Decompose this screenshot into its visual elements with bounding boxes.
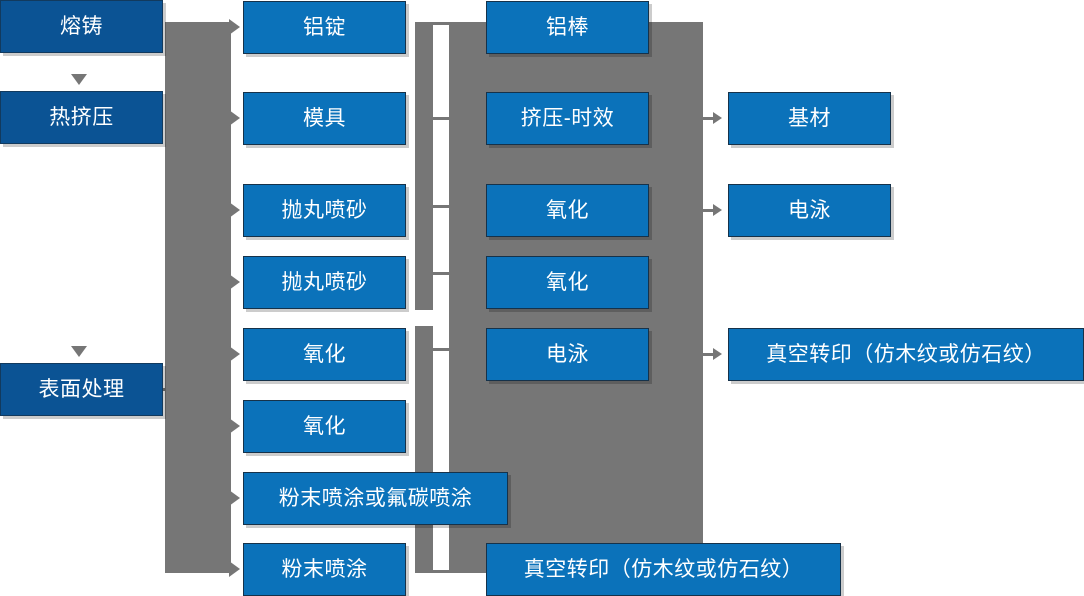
proc-powder-coating-label: 粉末喷涂 xyxy=(281,557,368,581)
out-aluminum-bar[interactable]: 铝棒 xyxy=(486,1,649,54)
arrow-icon-to-electrophoresis xyxy=(713,204,722,216)
connector-bridge-oxidation-1 xyxy=(433,205,450,208)
connector-bridge-extrusion-aging xyxy=(433,117,450,120)
proc-aluminum-ingot-label: 铝锭 xyxy=(303,15,346,39)
stage-surface-treatment-label: 表面处理 xyxy=(38,377,125,401)
connector-rail-inner-upper xyxy=(415,22,433,310)
connector-bridge-electrophoresis xyxy=(433,348,450,351)
final-vacuum-transfer[interactable]: 真空转印（仿木纹或仿石纹） xyxy=(728,328,1084,381)
arrow-icon-to-shot-blasting-1 xyxy=(229,202,240,218)
proc-shot-blasting-1-label: 抛丸喷砂 xyxy=(281,198,368,222)
out-oxidation-2[interactable]: 氧化 xyxy=(486,256,649,309)
connector-band-left-notch xyxy=(165,22,178,356)
stage-hot-extrusion-label: 热挤压 xyxy=(49,105,114,129)
final-electrophoresis[interactable]: 电泳 xyxy=(728,184,891,237)
proc-aluminum-ingot[interactable]: 铝锭 xyxy=(243,1,406,54)
connector-rail-inner-lower xyxy=(415,326,433,573)
connector-bridge-aluminum-bar xyxy=(433,22,450,25)
arrow-icon-to-powder-coating xyxy=(229,561,240,577)
chevron-down-icon-extrude-to-surface xyxy=(71,346,87,357)
final-vacuum-transfer-label: 真空转印（仿木纹或仿石纹） xyxy=(766,342,1046,366)
proc-oxidation-2[interactable]: 氧化 xyxy=(243,400,406,453)
connector-surface-treatment-stub xyxy=(163,388,185,391)
stage-melt-cast-label: 熔铸 xyxy=(60,14,103,38)
connector-line-to-electrophoresis xyxy=(703,209,717,212)
out-aluminum-bar-label: 铝棒 xyxy=(546,15,589,39)
arrow-icon-to-oxidation-2 xyxy=(229,418,240,434)
connector-bridge-vacuum-transfer xyxy=(433,570,450,573)
out-extrusion-aging[interactable]: 挤压-时效 xyxy=(486,92,649,145)
arrow-icon-to-oxidation-1 xyxy=(229,346,240,362)
connector-line-to-vacuum-transfer xyxy=(703,353,717,356)
stage-surface-treatment[interactable]: 表面处理 xyxy=(0,363,163,416)
proc-oxidation-1-label: 氧化 xyxy=(303,342,346,366)
final-electrophoresis-label: 电泳 xyxy=(788,198,831,222)
out-electrophoresis-label: 电泳 xyxy=(546,342,589,366)
out-vacuum-transfer-b-label: 真空转印（仿木纹或仿石纹） xyxy=(523,557,804,581)
out-extrusion-aging-label: 挤压-时效 xyxy=(520,106,615,130)
arrow-icon-to-vacuum-transfer xyxy=(713,348,722,360)
arrow-icon-to-shot-blasting-2 xyxy=(229,274,240,290)
proc-powder-coating[interactable]: 粉末喷涂 xyxy=(243,543,406,596)
connector-bridge-oxidation-2 xyxy=(433,272,450,275)
proc-powder-or-pvdf-label: 粉末喷涂或氟碳喷涂 xyxy=(278,486,473,510)
final-substrate-label: 基材 xyxy=(788,106,831,130)
arrow-icon-to-substrate xyxy=(713,112,722,124)
stage-hot-extrusion[interactable]: 热挤压 xyxy=(0,91,163,144)
final-substrate[interactable]: 基材 xyxy=(728,92,891,145)
out-oxidation-1[interactable]: 氧化 xyxy=(486,184,649,237)
arrow-icon-to-powder-or-pvdf xyxy=(229,490,240,506)
chevron-down-icon-melt-to-extrude xyxy=(71,74,87,85)
proc-oxidation-1[interactable]: 氧化 xyxy=(243,328,406,381)
proc-shot-blasting-2-label: 抛丸喷砂 xyxy=(281,270,368,294)
connector-line-to-substrate xyxy=(703,117,717,120)
arrow-icon-to-aluminum-ingot xyxy=(229,19,240,35)
proc-oxidation-2-label: 氧化 xyxy=(303,414,346,438)
proc-shot-blasting-1[interactable]: 抛丸喷砂 xyxy=(243,184,406,237)
stage-melt-cast[interactable]: 熔铸 xyxy=(0,0,163,53)
out-oxidation-1-label: 氧化 xyxy=(546,198,589,222)
arrow-icon-to-mold xyxy=(229,110,240,126)
proc-mold-label: 模具 xyxy=(303,106,346,130)
out-oxidation-2-label: 氧化 xyxy=(546,270,589,294)
proc-powder-or-pvdf[interactable]: 粉末喷涂或氟碳喷涂 xyxy=(243,472,508,525)
out-electrophoresis[interactable]: 电泳 xyxy=(486,328,649,381)
proc-shot-blasting-2[interactable]: 抛丸喷砂 xyxy=(243,256,406,309)
out-vacuum-transfer-b[interactable]: 真空转印（仿木纹或仿石纹） xyxy=(486,543,841,596)
proc-mold[interactable]: 模具 xyxy=(243,92,406,145)
